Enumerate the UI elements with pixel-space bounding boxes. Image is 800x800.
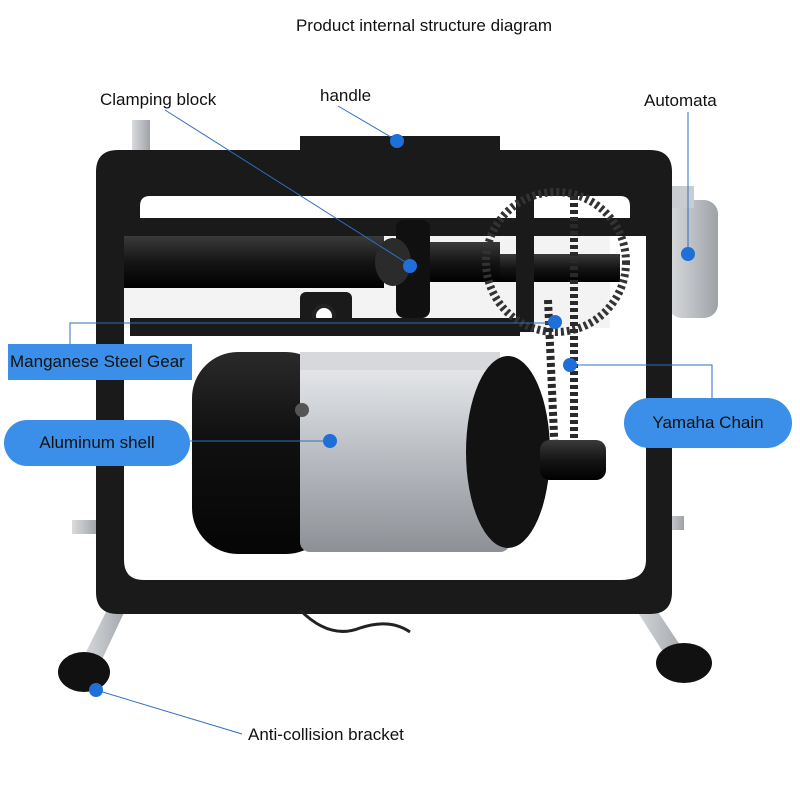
label-aluminum-shell: Aluminum shell xyxy=(4,420,190,466)
line-yamaha-chain xyxy=(570,364,713,398)
marker-manganese-steel-gear xyxy=(548,315,562,329)
side-pin-left xyxy=(72,520,98,534)
line-handle xyxy=(337,105,397,141)
marker-clamping-block xyxy=(403,259,417,273)
label-handle: handle xyxy=(320,86,372,105)
diagram-title: Product internal structure diagram xyxy=(295,16,553,35)
label-manganese-steel-gear: Manganese Steel Gear xyxy=(8,344,192,380)
marker-anti-collision-bracket xyxy=(89,683,103,697)
sprocket xyxy=(482,188,630,336)
marker-yamaha-chain xyxy=(563,358,577,372)
upper-shaft xyxy=(124,236,384,288)
marker-handle xyxy=(390,134,404,148)
leg-right xyxy=(630,600,712,683)
line-anti-collision-bracket xyxy=(95,689,243,735)
line-clamping-block xyxy=(164,109,411,266)
power-cable xyxy=(298,608,411,634)
label-clamping-block: Clamping block xyxy=(100,90,217,109)
marker-aluminum-shell xyxy=(323,434,337,448)
label-yamaha-chain: Yamaha Chain xyxy=(624,398,792,448)
marker-automata xyxy=(681,247,695,261)
label-automata: Automata xyxy=(644,91,717,110)
label-anti-collision-bracket: Anti-collision bracket xyxy=(248,725,404,744)
top-pin-left xyxy=(132,120,150,154)
motor xyxy=(192,352,606,554)
leg-left xyxy=(58,600,130,692)
